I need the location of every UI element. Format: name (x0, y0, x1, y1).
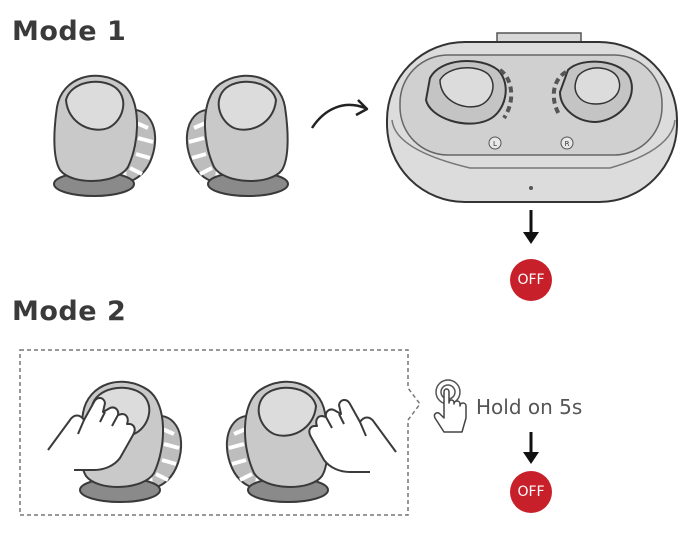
dashed-frame (19, 349, 421, 516)
hold-instruction: Hold on 5s (476, 395, 583, 419)
charging-case (386, 32, 678, 203)
case-right-label: R (565, 140, 570, 148)
down-arrow-icon (523, 210, 539, 244)
right-earbud (184, 73, 290, 198)
mode-2-title: Mode 2 (12, 296, 127, 327)
curved-arrow-icon (310, 99, 369, 129)
mode-1-title: Mode 1 (12, 16, 127, 47)
right-earbud-touch (224, 379, 397, 504)
touch-hand-icon (433, 379, 467, 433)
off-badge-mode-1: OFF (510, 259, 552, 301)
left-earbud (52, 73, 158, 198)
left-earbud-touch (47, 379, 184, 504)
off-badge-mode-2: OFF (510, 471, 552, 513)
case-left-label: L (493, 140, 497, 148)
down-arrow-icon-2 (523, 432, 539, 464)
